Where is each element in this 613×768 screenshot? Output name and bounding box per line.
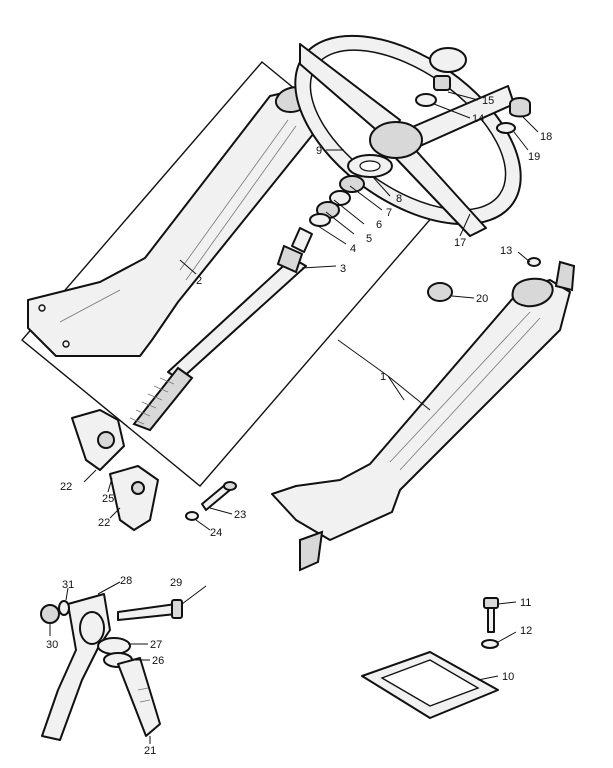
callout-7: 7 xyxy=(386,207,392,219)
callout-15: 15 xyxy=(482,95,494,107)
callout-9: 9 xyxy=(316,145,322,157)
bolt-11 xyxy=(483,597,499,633)
callout-26: 26 xyxy=(152,655,164,667)
callout-30: 30 xyxy=(46,639,58,651)
callout-17: 17 xyxy=(454,237,466,249)
callout-19: 19 xyxy=(528,151,540,163)
universal-joint xyxy=(71,409,159,531)
callout-13: 13 xyxy=(500,245,512,257)
callout-22a: 22 xyxy=(60,481,72,493)
column-housing-lower xyxy=(271,260,576,572)
callout-18: 18 xyxy=(540,131,552,143)
steering-wheel xyxy=(294,34,522,237)
washer-24 xyxy=(185,511,199,521)
circlip-13 xyxy=(527,257,541,267)
callout-4: 4 xyxy=(350,243,356,255)
leader-lines xyxy=(49,91,539,744)
callout-28: 28 xyxy=(120,575,132,587)
callout-1: 1 xyxy=(380,371,386,383)
small-hardware-top-right xyxy=(415,47,531,134)
callout-21: 21 xyxy=(144,745,156,757)
callout-20: 20 xyxy=(476,293,488,305)
drop-arm-assembly xyxy=(40,593,183,741)
callout-24: 24 xyxy=(210,527,222,539)
callout-31: 31 xyxy=(62,579,74,591)
callout-5: 5 xyxy=(366,233,372,245)
callout-23: 23 xyxy=(234,509,246,521)
steering-shaft xyxy=(129,227,313,432)
callout-6: 6 xyxy=(376,219,382,231)
callout-22b: 22 xyxy=(98,517,110,529)
callout-14: 14 xyxy=(472,113,484,125)
washers-and-nuts-stack xyxy=(309,154,393,227)
callout-27: 27 xyxy=(150,639,162,651)
callout-12: 12 xyxy=(520,625,532,637)
washer-12 xyxy=(481,639,499,649)
callout-29: 29 xyxy=(170,577,182,589)
gasket-plate-10 xyxy=(361,651,499,719)
callout-8: 8 xyxy=(396,193,402,205)
bolt-23 xyxy=(201,481,237,511)
callout-3: 3 xyxy=(340,263,346,275)
column-housing-upper xyxy=(27,86,319,357)
nut-20 xyxy=(427,282,453,302)
callout-10: 10 xyxy=(502,671,514,683)
callout-labels: 1 2 3 4 5 6 7 8 9 10 11 12 13 14 15 17 1… xyxy=(46,95,552,757)
callout-25: 25 xyxy=(102,493,114,505)
callout-2: 2 xyxy=(196,275,202,287)
callout-11: 11 xyxy=(520,597,531,609)
